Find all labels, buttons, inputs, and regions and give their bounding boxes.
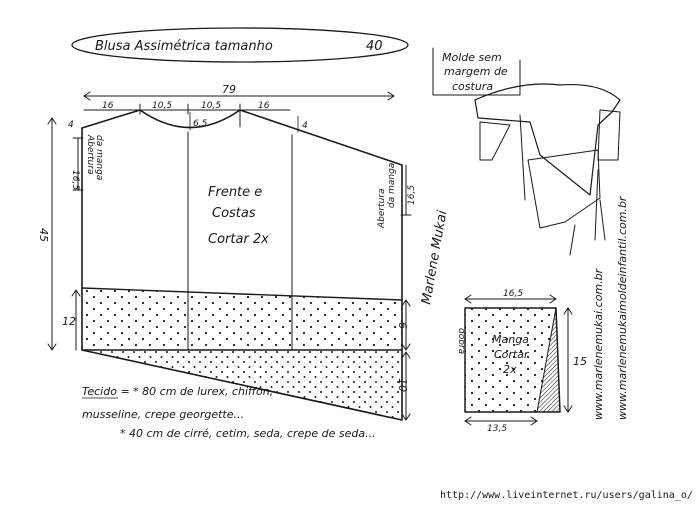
fabric-line-1: Tecido = * 80 cm de lurex, chiffon, [82,385,273,398]
sleeve-top-width: 16,5 [503,289,523,299]
sleeve-fold-label: dobra [456,328,466,354]
left-arm-label-1: Abertura [85,134,95,175]
footer-url[interactable]: http://www.liveinternet.ru/users/galina_… [440,490,693,501]
molde-note-line-2: margem de [444,65,508,78]
garment-sketch [474,83,621,256]
left-arm-measure: 16,5 [70,170,80,190]
sleeve-label-2: Cortar [494,348,530,361]
vertical-urls: www.marlenemukai.com.br www.marlenemukai… [592,195,629,420]
dotted-band-upper [82,288,402,350]
band-right-top-label: 6 [396,322,409,329]
right-arm-label-2: da manga [387,163,397,208]
top-seg-3: 10,5 [201,101,221,111]
band-left-label: 12 [62,315,76,328]
fabric-line-3: * 40 cm de cirré, cetim, seda, crepe de … [120,427,376,440]
band-right-bottom-label: 10 [396,378,409,392]
left-arm-label-2: da manga [94,135,104,180]
main-pattern-piece: Frente e Costas Cortar 2x 79 16 10,5 10,… [37,83,417,421]
piece-label-line-1: Frente e [208,185,262,200]
signature: Marlene Mukai [419,209,450,306]
sleeve-label-1: Manga [492,333,529,346]
size-text: 40 [366,39,383,54]
signature-text: Marlene Mukai [419,209,450,306]
molde-note-line-1: Molde sem [442,51,502,64]
sleeve-pattern-piece: Manga Cortar 2x dobra 16,5 13,5 15 [456,289,587,434]
right-arm-measure: 16,5 [407,185,417,205]
top-seg-1: 16 [102,101,114,111]
molde-note-line-3: costura [452,80,493,93]
piece-label-line-3: Cortar 2x [208,232,269,247]
piece-label-line-2: Costas [212,206,256,221]
sleeve-hatch [537,308,560,412]
sleeve-bottom-width: 13,5 [487,424,507,434]
neck-depth-label: 6,5 [193,119,208,129]
sleeve-height: 15 [573,355,587,368]
url-vertical-2: www.marlenemukaimoldeinfantil.com.br [616,195,629,420]
top-seg-4: 16 [258,101,270,111]
title-oval [71,27,409,63]
fabric-line-2: musseline, crepe georgette... [82,408,244,421]
molde-note: Molde sem margem de costura [432,47,521,96]
total-width-label: 79 [222,83,236,96]
sleeve-label-3: 2x [503,363,517,376]
url-vertical-1: www.marlenemukai.com.br [592,267,605,420]
right-arm-label-1: Abertura [377,188,387,229]
top-seg-2: 10,5 [152,101,172,111]
title-block: Blusa Assimétrica tamanho 40 [71,27,409,63]
shoulder-drop-label: 4 [302,121,308,131]
left-drop-label: 4 [68,120,74,130]
title-text: Blusa Assimétrica tamanho [95,39,273,54]
fabric-notes: Tecido = * 80 cm de lurex, chiffon, muss… [81,385,376,440]
height-left-label: 45 [37,228,50,242]
